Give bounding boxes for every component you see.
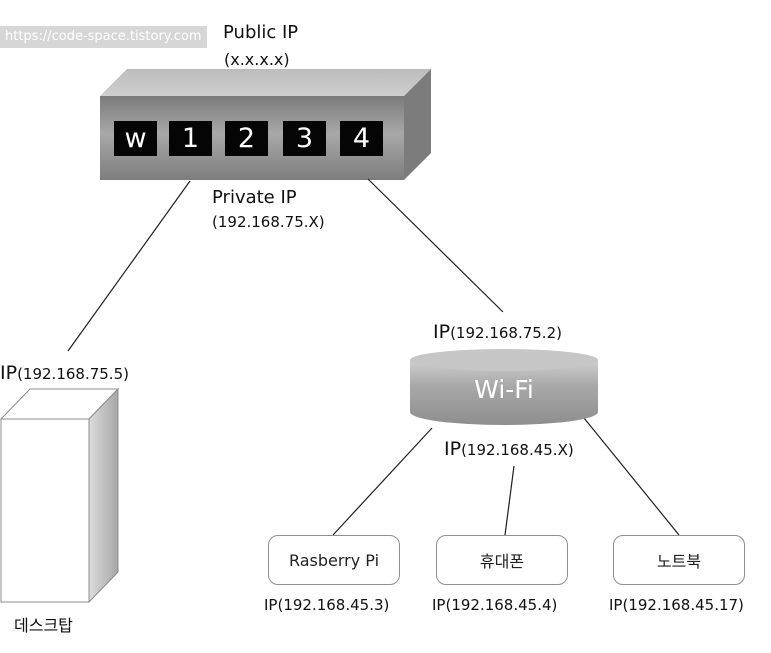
public-ip-value: (x.x.x.x)	[224, 50, 290, 69]
device-laptop-ip: IP(192.168.45.17)	[609, 596, 744, 614]
wifi-upper-ip-prefix: IP	[433, 321, 451, 343]
public-ip-title: Public IP	[223, 22, 299, 43]
wifi-body	[410, 360, 598, 425]
wifi-label: Wi-Fi	[474, 375, 534, 404]
link-wifi-laptop	[583, 417, 680, 536]
wifi-lower-ip-label: IP(192.168.45.X)	[444, 440, 574, 459]
router-port-4: 4	[340, 121, 383, 156]
router-port-2: 2	[225, 121, 268, 156]
device-laptop: 노트북	[613, 535, 745, 585]
device-raspberry-pi: Rasberry Pi	[268, 535, 400, 585]
desktop-ip-label: IP(192.168.75.5)	[0, 364, 129, 383]
link-router-desktop	[67, 180, 191, 352]
wifi-lower-ip-address: (192.168.45.X)	[461, 441, 574, 459]
router-side-face	[404, 69, 431, 180]
wifi-top-face	[410, 349, 598, 371]
device-phone-ip: IP(192.168.45.4)	[432, 596, 558, 614]
link-router-wifi	[367, 178, 504, 313]
link-wifi-phone	[504, 465, 515, 536]
tower-front-face	[0, 418, 90, 603]
router-port-1: 1	[169, 121, 212, 156]
desktop-ip-prefix: IP	[0, 362, 18, 384]
private-ip-value: (192.168.75.X)	[212, 213, 325, 231]
wifi-lower-ip-prefix: IP	[444, 438, 462, 460]
wifi-upper-ip-address: (192.168.75.2)	[450, 324, 562, 342]
wifi-upper-ip-label: IP(192.168.75.2)	[433, 323, 562, 342]
router-port-w: w	[114, 121, 157, 156]
private-ip-title: Private IP	[212, 187, 297, 208]
device-phone: 휴대폰	[436, 535, 568, 585]
link-wifi-raspberry	[332, 427, 433, 536]
router-port-3: 3	[283, 121, 326, 156]
desktop-ip-address: (192.168.75.5)	[17, 365, 129, 383]
device-raspberry-pi-ip: IP(192.168.45.3)	[264, 596, 390, 614]
watermark: https://code-space.tistory.com	[0, 26, 207, 48]
router-top-face	[100, 69, 431, 96]
desktop-tower	[0, 387, 120, 604]
wifi-access-point	[410, 349, 598, 425]
tower-side-face	[88, 387, 119, 604]
desktop-label: 데스크탑	[14, 616, 73, 635]
